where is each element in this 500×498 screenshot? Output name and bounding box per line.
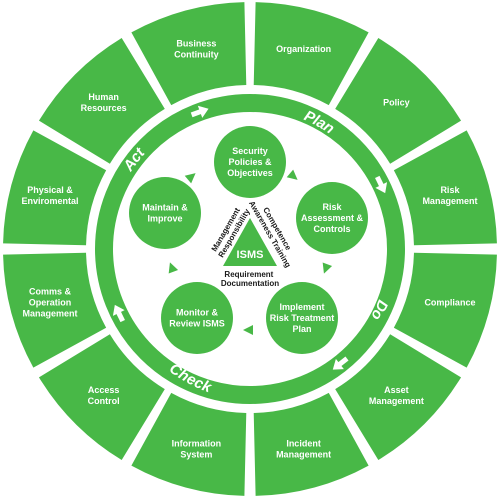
outer-segment bbox=[3, 252, 107, 368]
cycle-circle bbox=[129, 177, 201, 249]
outer-segment bbox=[253, 2, 369, 106]
cycle-circle bbox=[266, 282, 338, 354]
cycle-arrowheads bbox=[168, 169, 333, 335]
outer-segment bbox=[38, 37, 165, 164]
cycle-arrowhead bbox=[168, 262, 179, 274]
outer-segment-label: Policy bbox=[383, 98, 410, 108]
cycle-circle bbox=[296, 182, 368, 254]
cycle-circle-label: Maintain &Improve bbox=[142, 203, 188, 224]
requirement-documentation-label: Requirement Documentation bbox=[221, 270, 279, 288]
outer-segment bbox=[393, 252, 497, 368]
svg-text:Do: Do bbox=[367, 297, 391, 322]
outer-segment bbox=[253, 392, 369, 496]
outer-segment bbox=[335, 334, 462, 461]
cycle-circle bbox=[161, 282, 233, 354]
outer-segment bbox=[3, 130, 107, 246]
cycle-arrowhead bbox=[286, 169, 298, 180]
ring-arrow bbox=[112, 304, 125, 323]
cycle-circle bbox=[214, 126, 286, 198]
outer-ring bbox=[3, 2, 497, 496]
outer-segment-label: Compliance bbox=[424, 298, 475, 308]
outer-segment bbox=[335, 37, 462, 164]
cycle-arrowhead bbox=[184, 173, 196, 184]
isms-title: ISMS bbox=[237, 249, 264, 261]
outer-segment bbox=[38, 334, 165, 461]
isms-triangle bbox=[223, 218, 277, 266]
outer-segment bbox=[131, 392, 247, 496]
ring-arrow bbox=[190, 105, 209, 118]
ring-arrows bbox=[112, 105, 388, 370]
ring-arrow bbox=[375, 175, 388, 194]
outer-segment-label: Physical &Enviromental bbox=[22, 185, 79, 206]
cycle-circle-label: Monitor &Review ISMS bbox=[169, 308, 225, 329]
outer-segment bbox=[131, 2, 247, 106]
cycle-arrowhead bbox=[322, 262, 333, 274]
phase-do-label: Do bbox=[367, 297, 391, 322]
ring-arrow bbox=[332, 356, 349, 370]
outer-segment-label: Organization bbox=[276, 44, 331, 54]
pdca-cycle-ring bbox=[95, 94, 405, 404]
outer-segment bbox=[393, 130, 497, 246]
cycle-arrowhead bbox=[243, 325, 253, 335]
